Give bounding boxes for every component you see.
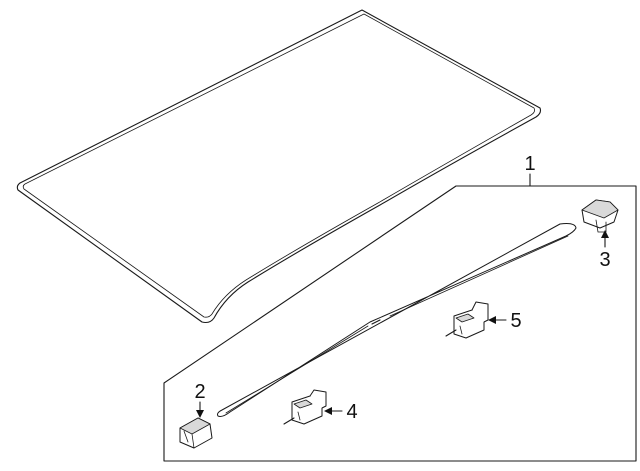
front-clip [283,389,327,425]
callout-3-arrow [601,230,609,238]
roof-panel [16,9,542,324]
callout-3: 3 [599,230,611,271]
callout-5: 5 [488,310,522,332]
callout-1: 1 [524,153,535,175]
rear-end-cap [581,199,619,233]
callout-2-arrow [196,410,204,418]
callout-1-label: 1 [524,153,535,175]
callout-5-label: 5 [510,310,521,332]
callout-4-label: 4 [346,401,357,423]
callout-2: 2 [194,381,206,418]
rear-clip [445,301,489,339]
callout-4: 4 [324,401,358,423]
callout-3-label: 3 [599,249,610,271]
callout-5-arrow [488,316,496,324]
roof-drip-molding [217,223,577,417]
callout-2-label: 2 [194,381,205,403]
front-end-cap [179,417,213,449]
molding-group-outline [163,173,637,462]
callout-4-arrow [324,407,332,415]
